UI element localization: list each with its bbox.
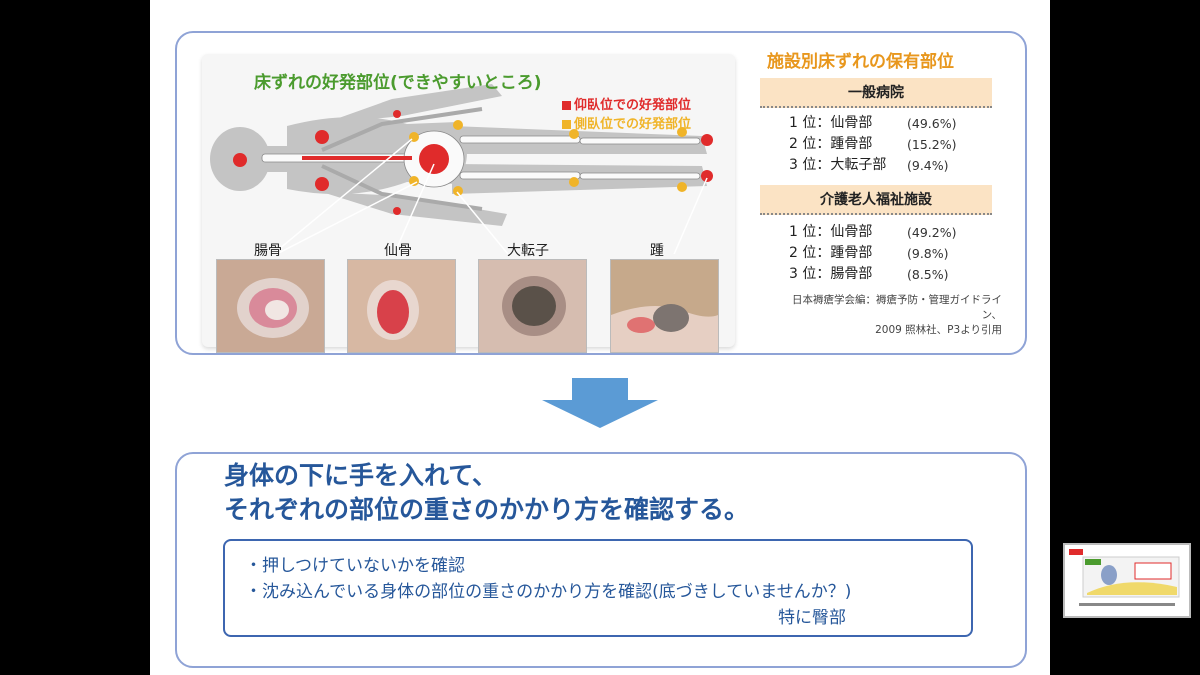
wound-photo-heel: [610, 259, 719, 353]
legend-supine-label: 仰臥位での好発部位: [574, 98, 692, 113]
rank-row: 1 位：仙骨部(49.6%): [789, 115, 957, 131]
thumbnail-preview-image: [1065, 545, 1189, 616]
rank-row: 2 位：踵骨部(9.8%): [789, 245, 949, 261]
rank-row: 3 位：大転子部(9.4%): [789, 157, 949, 173]
citation: 日本褥瘡学会編：褥瘡予防・管理ガイドライン、 2009 照林社、P3より引用: [792, 294, 1002, 336]
slide: 床ずれの好発部位(できやすいところ) 仰臥位での好発部位 側臥位での好発部位 腸…: [150, 0, 1050, 675]
wound-photo-ilium: [216, 259, 325, 353]
legend-lateral-label: 側臥位での好発部位: [574, 117, 692, 132]
legend-red-swatch: [562, 101, 571, 110]
checklist-item-weight: ・沈み込んでいる身体の部位の重さのかかり方を確認(底づきしていませんか？): [245, 582, 852, 602]
body-diagram-card: 床ずれの好発部位(できやすいところ) 仰臥位での好発部位 側臥位での好発部位 腸…: [202, 54, 735, 353]
legend-supine: 仰臥位での好発部位: [562, 96, 691, 115]
check-instructions-panel: 身体の下に手を入れて、 それぞれの部位の重さのかかり方を確認する。 ・押しつけて…: [175, 452, 1027, 668]
legend: 仰臥位での好発部位 側臥位での好発部位: [562, 96, 691, 134]
supine-site-markers: [233, 110, 713, 215]
slide-thumbnail[interactable]: [1063, 543, 1191, 618]
facility-stats-title: 施設別床ずれの保有部位: [767, 52, 954, 72]
rank-row: 2 位：踵骨部(15.2%): [789, 136, 957, 152]
site-label-trochanter: 大転子: [507, 243, 549, 259]
facility-header-nursing-home: 介護老人福祉施設: [760, 185, 992, 215]
site-label-heel: 踵: [650, 243, 664, 259]
lateral-site-markers: [409, 120, 687, 196]
site-label-sacrum: 仙骨: [384, 243, 412, 259]
rank-list-nursing-home: 1 位：仙骨部(49.2%) 2 位：踵骨部(9.8%) 3 位：腸骨部(8.5…: [789, 222, 956, 285]
rank-row: 3 位：腸骨部(8.5%): [789, 266, 949, 282]
leader-lines: [271, 138, 708, 254]
site-label-ilium: 腸骨: [254, 243, 282, 259]
legend-yellow-swatch: [562, 120, 571, 129]
checklist-item-buttocks: 特に臀部: [778, 608, 846, 628]
pressure-sore-info-panel: 床ずれの好発部位(できやすいところ) 仰臥位での好発部位 側臥位での好発部位 腸…: [175, 31, 1027, 355]
wound-photo-trochanter: [478, 259, 587, 353]
checklist-box: ・押しつけていないかを確認 ・沈み込んでいる身体の部位の重さのかかり方を確認(底…: [223, 539, 973, 637]
body-diagram-title: 床ずれの好発部位(できやすいところ): [254, 73, 542, 93]
rank-list-general-hospital: 1 位：仙骨部(49.6%) 2 位：踵骨部(15.2%) 3 位：大転子部(9…: [789, 113, 956, 176]
facility-header-general-hospital: 一般病院: [760, 78, 992, 108]
rank-row: 1 位：仙骨部(49.2%): [789, 224, 957, 240]
legend-lateral: 側臥位での好発部位: [562, 115, 691, 134]
checklist-item-pressing: ・押しつけていないかを確認: [245, 556, 465, 576]
down-arrow-icon: [542, 378, 658, 428]
wound-photo-sacrum: [347, 259, 456, 353]
headline: 身体の下に手を入れて、 それぞれの部位の重さのかかり方を確認する。: [224, 461, 750, 524]
body-diagram: [210, 84, 713, 254]
